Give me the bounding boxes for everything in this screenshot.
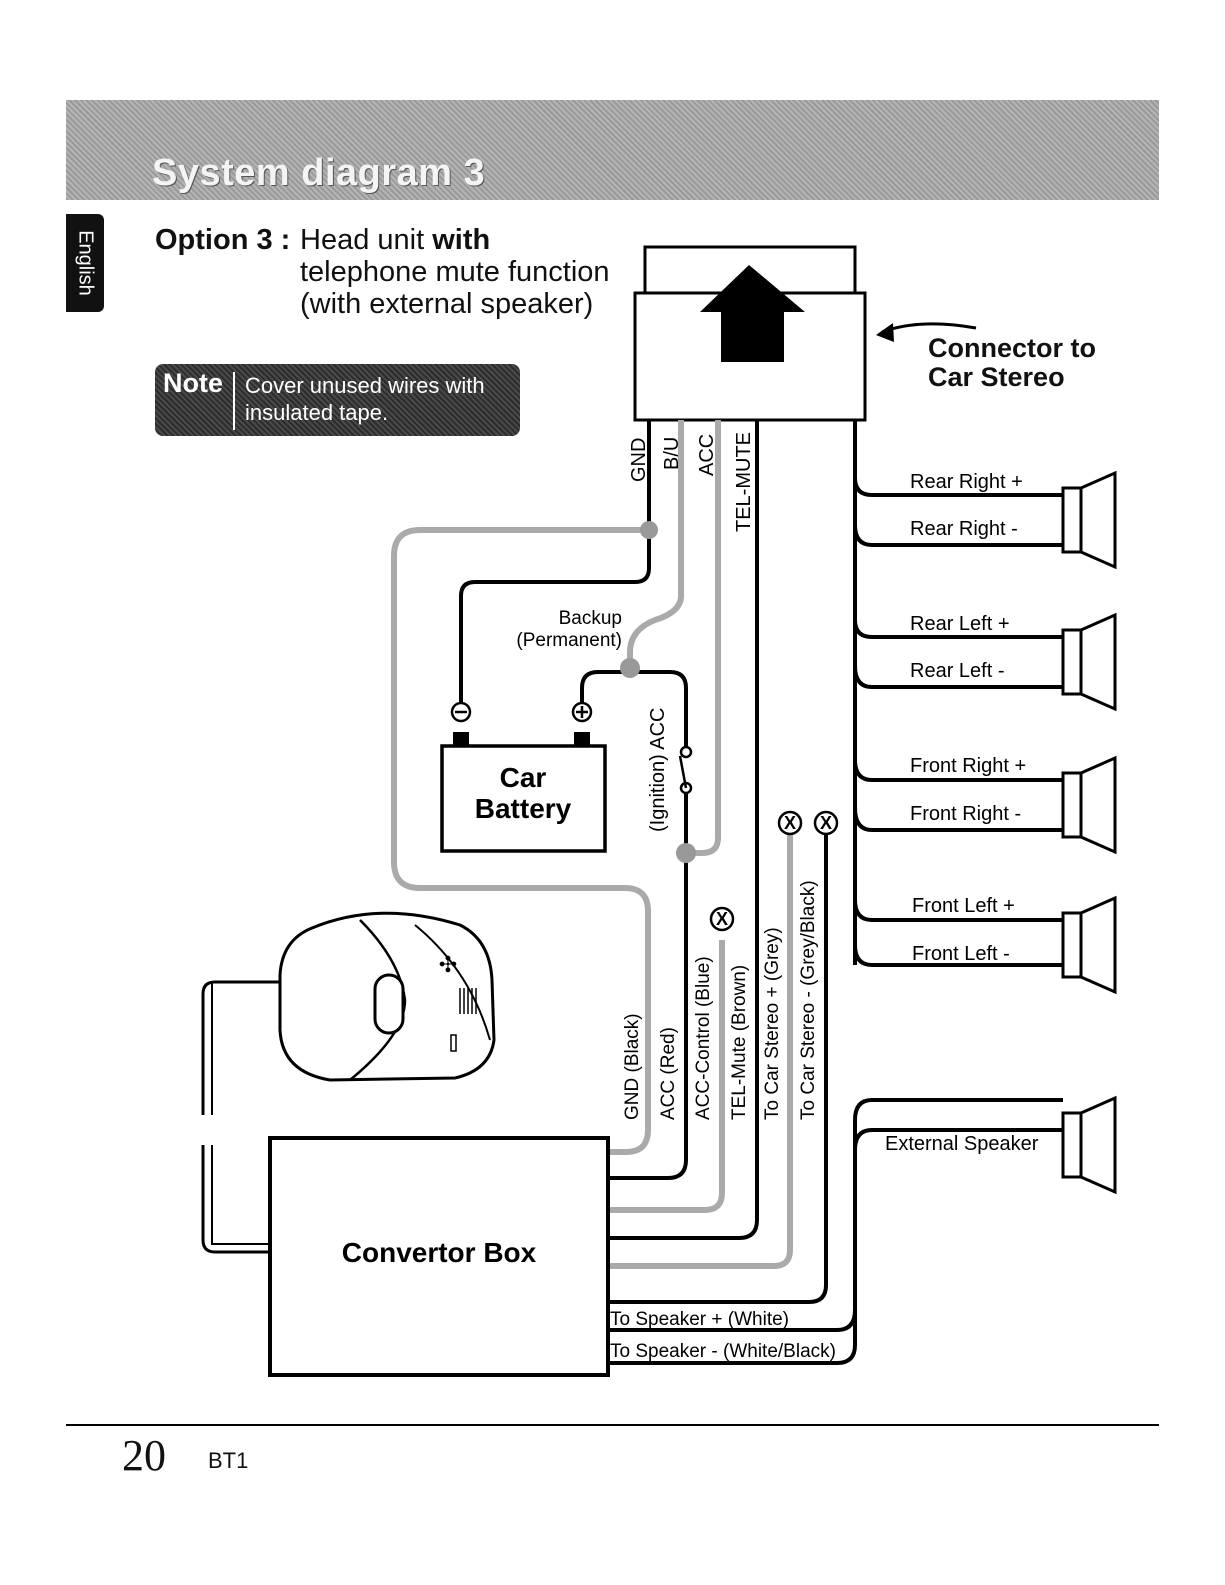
cut-mark-icon [813, 810, 839, 836]
connector-label-line-2: Car Stereo [928, 362, 1065, 392]
external-speaker-label: External Speaker [885, 1133, 1039, 1155]
wire-label-gnd: GND (Black) [622, 1013, 643, 1120]
cut-mark-icon [709, 906, 735, 932]
connector-label-line-1: Connector to [928, 333, 1096, 363]
ignition-switch [678, 745, 693, 795]
battery-label-line-1: Car [500, 762, 547, 793]
backup-wire [627, 420, 684, 668]
cut-mark-label: X [820, 813, 832, 833]
battery-label-line-2: Battery [475, 793, 572, 824]
acc-red-wire [608, 793, 688, 1180]
car-stereo-minus-wire [608, 832, 828, 1304]
pin-label-gnd: GND [628, 438, 650, 482]
wire-label-acc: ACC (Red) [658, 1027, 679, 1120]
battery-body [440, 744, 607, 853]
option-line-1: Head unit with [300, 224, 491, 256]
option-label: Option 3 : [155, 224, 291, 256]
note-text: Cover unused wires with insulated tape. [245, 373, 485, 425]
wire-label-speaker-plus: To Speaker + (White) [610, 1309, 789, 1330]
page-title: System diagram 3 [152, 152, 486, 194]
speaker-label-rear-left-minus: Rear Left - [910, 660, 1004, 682]
option-line-1-bold: with [432, 224, 491, 256]
wire-label-speaker-minus: To Speaker - (White/Black) [610, 1341, 836, 1362]
cut-marks: X X X [709, 810, 839, 932]
grey-wires [391, 420, 793, 1269]
backup-label: Backup (Permanent) [516, 608, 622, 651]
tel-mute-wire [608, 420, 759, 1240]
pin-label-acc: ACC [696, 434, 718, 476]
note-separator [233, 372, 235, 430]
wire-label-car-stereo-plus: To Car Stereo + (Grey) [762, 927, 783, 1120]
option-line-3: (with external speaker) [300, 288, 594, 320]
wire-label-tel-mute: TEL-Mute (Brown) [729, 965, 750, 1120]
convertor-box [268, 1136, 610, 1377]
wire-label-car-stereo-minus: To Car Stereo - (Grey/Black) [798, 880, 819, 1120]
convertor-box-label: Convertor Box [342, 1237, 537, 1268]
pin-label-tel-mute: TEL-MUTE [733, 432, 755, 532]
acc-wire [686, 420, 721, 856]
speaker-label-rear-left-plus: Rear Left + [910, 613, 1010, 635]
footer-rule [66, 1424, 1159, 1426]
speaker-icon [1061, 755, 1117, 855]
splice-dots [620, 521, 696, 863]
ignition-label: (Ignition) ACC [647, 708, 669, 833]
backup-label-line-2: (Permanent) [516, 630, 622, 651]
speaker-label-rear-right-minus: Rear Right - [910, 518, 1018, 540]
speaker-icon [1061, 895, 1117, 995]
splice-dot [640, 521, 658, 539]
language-tab: English [66, 214, 104, 312]
gnd-shield-wire [391, 527, 651, 1155]
speaker-icons [1061, 470, 1117, 1195]
speaker-label-front-left-plus: Front Left + [912, 895, 1015, 917]
cut-mark-label: X [716, 909, 728, 929]
cut-mark-icon [777, 810, 803, 836]
battery-terminal-plus [574, 732, 590, 746]
arrow-up-icon [700, 265, 805, 362]
car-stereo-plus-wire [608, 832, 793, 1269]
acc-control-wire [608, 940, 725, 1213]
handset-cable [201, 980, 280, 1254]
speaker-label-rear-right-plus: Rear Right + [910, 471, 1023, 493]
option-description: Head unit with telephone mute function (… [300, 224, 610, 320]
connector-label: Connector to Car Stereo [928, 334, 1096, 392]
wire-labels: GND (Black) ACC (Red) ACC-Control (Blue)… [610, 880, 836, 1362]
note-label: Note [163, 368, 223, 398]
option-line-2: telephone mute function [300, 256, 610, 288]
pin-label-bu: B/U [661, 437, 683, 470]
svg-text:✣: ✣ [439, 952, 457, 977]
handset-icon: ✣ [278, 911, 496, 1082]
note-box: Note Cover unused wires with insulated t… [155, 364, 520, 436]
speaker-wires [853, 477, 1063, 967]
pointer-arrow-head [876, 323, 894, 342]
gnd-wire [459, 420, 651, 712]
speaker-label-front-right-minus: Front Right - [910, 803, 1021, 825]
black-wires [459, 420, 1063, 1365]
connector-pin-labels: GND B/U ACC TEL-MUTE [628, 432, 755, 532]
car-battery: Car Battery [440, 701, 607, 853]
battery-terminal-minus [453, 732, 469, 746]
speaker-label-front-left-minus: Front Left - [912, 943, 1010, 965]
speaker-icon [1061, 470, 1117, 570]
cut-mark-label: X [784, 813, 796, 833]
splice-dot [676, 843, 696, 863]
speaker-icon [1061, 1095, 1117, 1195]
external-speaker-plus-wire [853, 1098, 1063, 1121]
speaker-minus-wire [608, 1150, 857, 1365]
battery-plus-wire [580, 670, 688, 752]
speaker-icon [1061, 612, 1117, 712]
title-banner: System diagram 3 [66, 100, 1159, 200]
page-number: 20 [122, 1431, 166, 1480]
backup-label-line-1: Backup [559, 608, 622, 629]
speaker-labels: Rear Right + Rear Right - Rear Left + Re… [910, 471, 1026, 965]
wire-label-acc-control: ACC-Control (Blue) [693, 956, 714, 1120]
splice-dot [620, 658, 640, 678]
speaker-label-front-right-plus: Front Right + [910, 755, 1026, 777]
pointer-arrow-line [881, 322, 977, 334]
model-name: BT1 [208, 1448, 249, 1473]
